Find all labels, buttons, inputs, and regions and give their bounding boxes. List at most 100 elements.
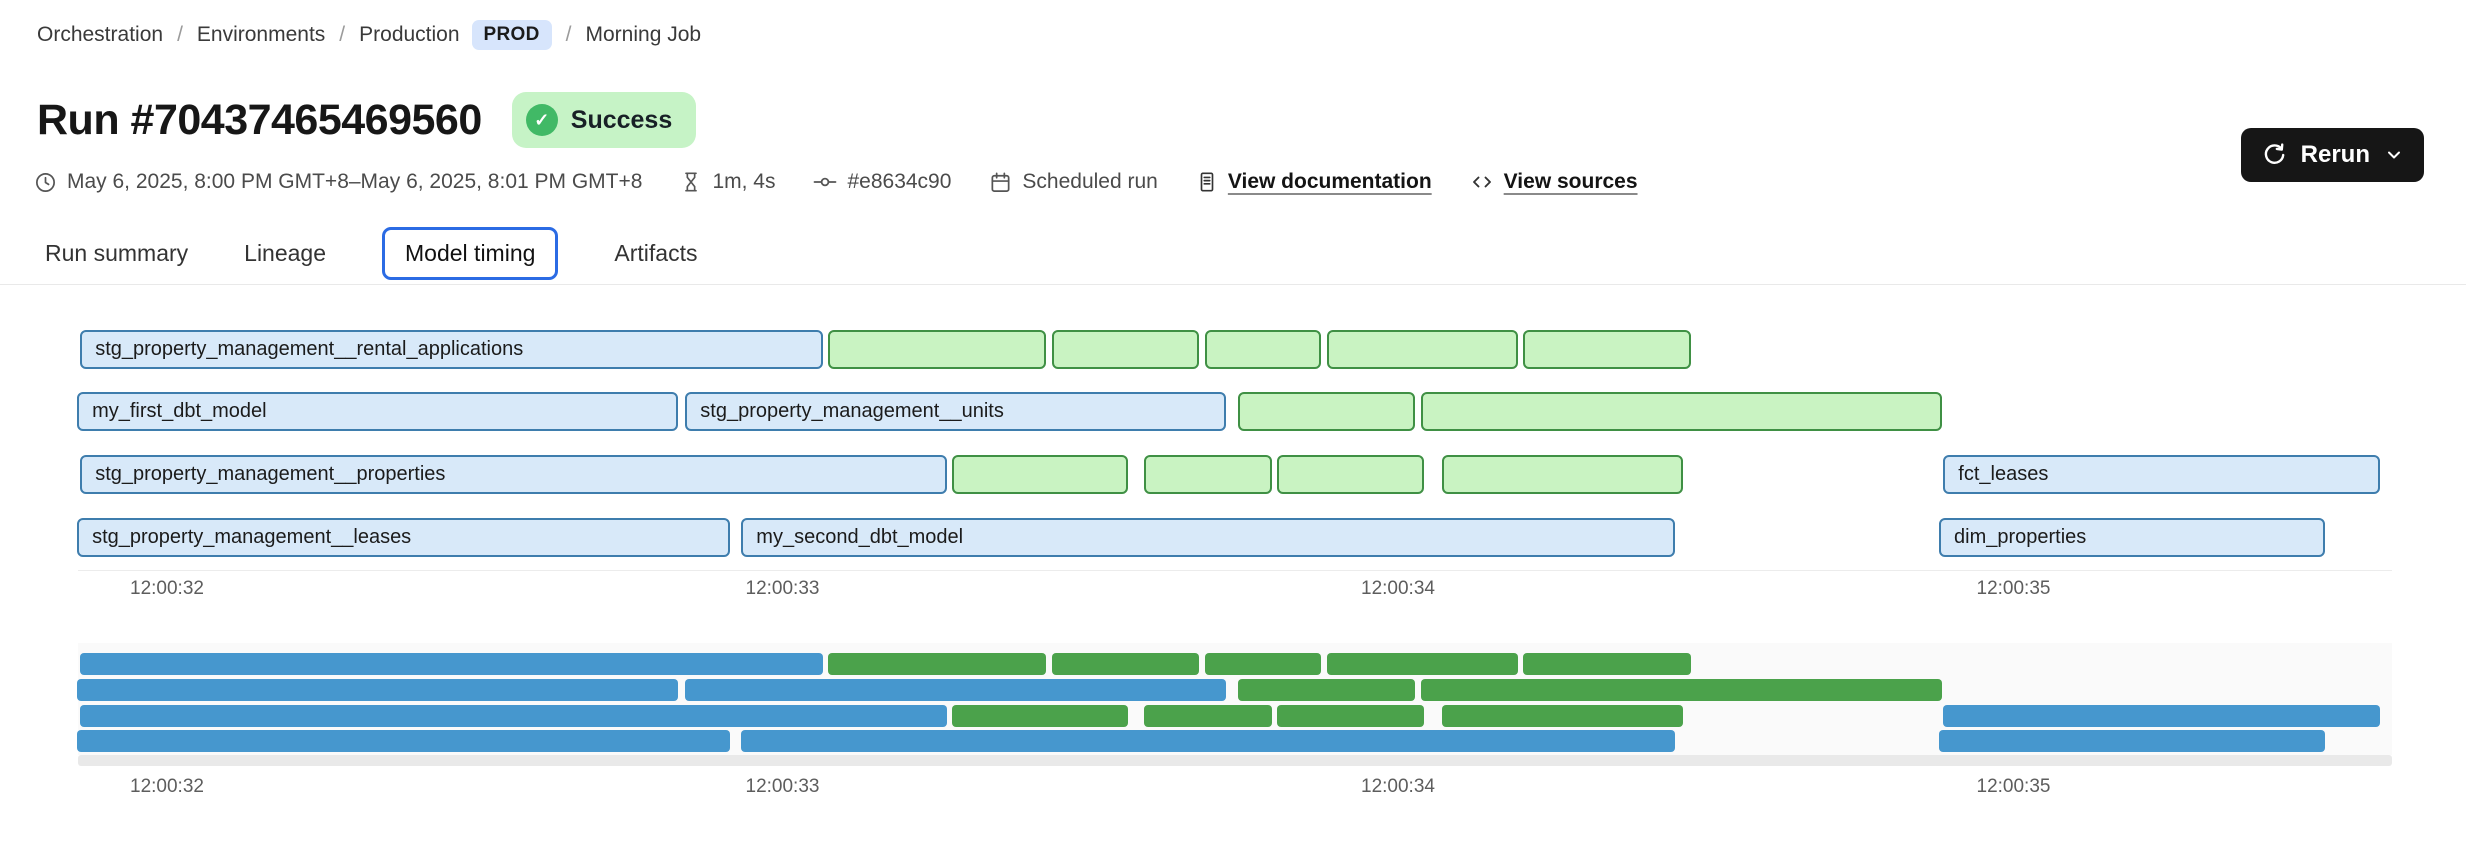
breadcrumb-item-morning-job[interactable]: Morning Job — [585, 23, 702, 46]
gantt-bar-fct_leases[interactable]: fct_leases — [1943, 455, 2380, 494]
gantt-bar[interactable] — [828, 330, 1046, 369]
tab-run-summary[interactable]: Run summary — [45, 239, 189, 266]
gantt-bar-my_first_dbt_model[interactable]: my_first_dbt_model — [77, 392, 678, 431]
view-documentation-link[interactable]: View documentation — [1227, 170, 1432, 193]
gantt-bar-stg_property_management__rental_applications — [80, 653, 824, 675]
gantt-bar-stg_property_management__properties — [80, 705, 947, 727]
gantt-bar-stg_property_management__units — [685, 679, 1226, 701]
gantt-bar-dim_properties — [1939, 730, 2325, 752]
gantt-bar-label: my_second_dbt_model — [756, 526, 964, 548]
commit-icon — [814, 177, 837, 187]
gantt-bar[interactable] — [1052, 330, 1200, 369]
tab-artifacts[interactable]: Artifacts — [614, 239, 698, 266]
breadcrumb: Orchestration / Environments / Productio… — [37, 20, 701, 50]
breadcrumb-item-environments[interactable]: Environments — [196, 23, 326, 46]
clock-icon — [36, 172, 55, 192]
gantt-bar — [1276, 705, 1424, 727]
gantt-bar[interactable] — [1420, 392, 1943, 431]
tabs-divider — [0, 284, 2466, 285]
gantt-bar — [1327, 653, 1518, 675]
meta-documentation[interactable]: View documentation — [1196, 170, 1432, 194]
trigger-text: Scheduled run — [1022, 170, 1158, 193]
gantt-bar-stg_property_management__leases — [77, 730, 731, 752]
gantt-bar-my_second_dbt_model — [741, 730, 1675, 752]
breadcrumb-separator: / — [339, 23, 346, 46]
tab-lineage[interactable]: Lineage — [244, 239, 327, 266]
page-title: Run #70437465469560 — [37, 95, 482, 144]
gantt-bar-label: stg_property_management__rental_applicat… — [95, 338, 524, 360]
gantt-bar[interactable] — [1238, 392, 1416, 431]
time-tick-label: 12:00:32 — [130, 776, 204, 797]
time-tick-label: 12:00:35 — [1976, 578, 2051, 599]
gantt-bar[interactable] — [1327, 330, 1518, 369]
meta-duration: 1m, 4s — [680, 170, 775, 194]
time-tick-label: 12:00:32 — [130, 578, 204, 599]
gantt-bar-label: stg_property_management__properties — [95, 463, 446, 485]
view-sources-link[interactable]: View sources — [1503, 170, 1638, 193]
gantt-bar-stg_property_management__rental_applications[interactable]: stg_property_management__rental_applicat… — [80, 330, 824, 369]
time-tick-label: 12:00:34 — [1361, 578, 1435, 599]
gantt-bar — [1522, 653, 1691, 675]
time-tick-label: 12:00:35 — [1976, 776, 2051, 797]
gantt-bar-label: fct_leases — [1958, 463, 2049, 485]
breadcrumb-item-orchestration[interactable]: Orchestration — [37, 23, 164, 46]
time-range-text: May 6, 2025, 8:00 PM GMT+8–May 6, 2025, … — [67, 170, 643, 193]
status-label: Success — [570, 105, 673, 134]
meta-trigger: Scheduled run — [989, 170, 1158, 194]
run-meta-row: May 6, 2025, 8:00 PM GMT+8–May 6, 2025, … — [34, 170, 1638, 194]
gantt-bar-my_first_dbt_model — [77, 679, 678, 701]
gantt-bar — [1204, 653, 1321, 675]
main-chart-axis-line — [78, 570, 2392, 571]
gantt-bar-label: dim_properties — [1954, 526, 2087, 548]
gantt-bar-my_second_dbt_model[interactable]: my_second_dbt_model — [741, 518, 1675, 557]
breadcrumb-production-label: Production — [359, 23, 460, 46]
time-tick-label: 12:00:33 — [745, 776, 820, 797]
documentation-icon — [1200, 172, 1214, 192]
gantt-bar-stg_property_management__properties[interactable]: stg_property_management__properties — [80, 455, 947, 494]
time-tick-label: 12:00:34 — [1361, 776, 1435, 797]
gantt-bar[interactable] — [951, 455, 1128, 494]
breadcrumb-item-production[interactable]: Production PROD — [359, 20, 552, 50]
meta-time-range: May 6, 2025, 8:00 PM GMT+8–May 6, 2025, … — [34, 170, 642, 194]
time-tick-label: 12:00:33 — [745, 578, 820, 599]
commit-hash-text: #e8634c90 — [847, 170, 952, 193]
gantt-bar — [1420, 679, 1943, 701]
gantt-bar-stg_property_management__units[interactable]: stg_property_management__units — [685, 392, 1226, 431]
gantt-bar[interactable] — [1204, 330, 1321, 369]
gantt-bar — [1143, 705, 1272, 727]
environment-badge: PROD — [471, 20, 552, 50]
gantt-bar-dim_properties[interactable]: dim_properties — [1939, 518, 2325, 557]
meta-sources[interactable]: View sources — [1470, 170, 1638, 194]
gantt-bar[interactable] — [1276, 455, 1424, 494]
calendar-icon — [991, 172, 1010, 192]
rerun-label: Rerun — [2300, 141, 2370, 168]
status-badge: ✓ Success — [511, 92, 697, 148]
gantt-bar[interactable] — [1522, 330, 1691, 369]
tab-model-timing[interactable]: Model timing — [382, 226, 559, 280]
gantt-bar — [828, 653, 1046, 675]
chevron-down-icon — [2388, 151, 2400, 159]
gantt-bar[interactable] — [1442, 455, 1683, 494]
gantt-bar-stg_property_management__leases[interactable]: stg_property_management__leases — [77, 518, 731, 557]
mini-chart-track[interactable] — [78, 755, 2392, 766]
gantt-bar — [951, 705, 1128, 727]
gantt-bar — [1052, 653, 1200, 675]
meta-commit: #e8634c90 — [813, 170, 951, 194]
code-icon — [1472, 176, 1491, 188]
gantt-bar[interactable] — [1143, 455, 1272, 494]
gantt-bar — [1442, 705, 1683, 727]
tab-bar: Run summary Lineage Model timing Artifac… — [45, 224, 697, 282]
gantt-bar-label: my_first_dbt_model — [92, 400, 267, 422]
duration-text: 1m, 4s — [712, 170, 776, 193]
rerun-button[interactable]: Rerun — [2240, 128, 2424, 182]
title-row: Run #70437465469560 ✓ Success — [37, 92, 697, 148]
gantt-bar-label: stg_property_management__units — [700, 400, 1004, 422]
breadcrumb-separator: / — [177, 23, 183, 46]
gantt-bar-label: stg_property_management__leases — [92, 526, 412, 548]
hourglass-icon — [685, 172, 698, 192]
breadcrumb-separator: / — [565, 23, 572, 46]
refresh-icon — [2264, 143, 2285, 164]
gantt-bar-fct_leases — [1943, 705, 2380, 727]
